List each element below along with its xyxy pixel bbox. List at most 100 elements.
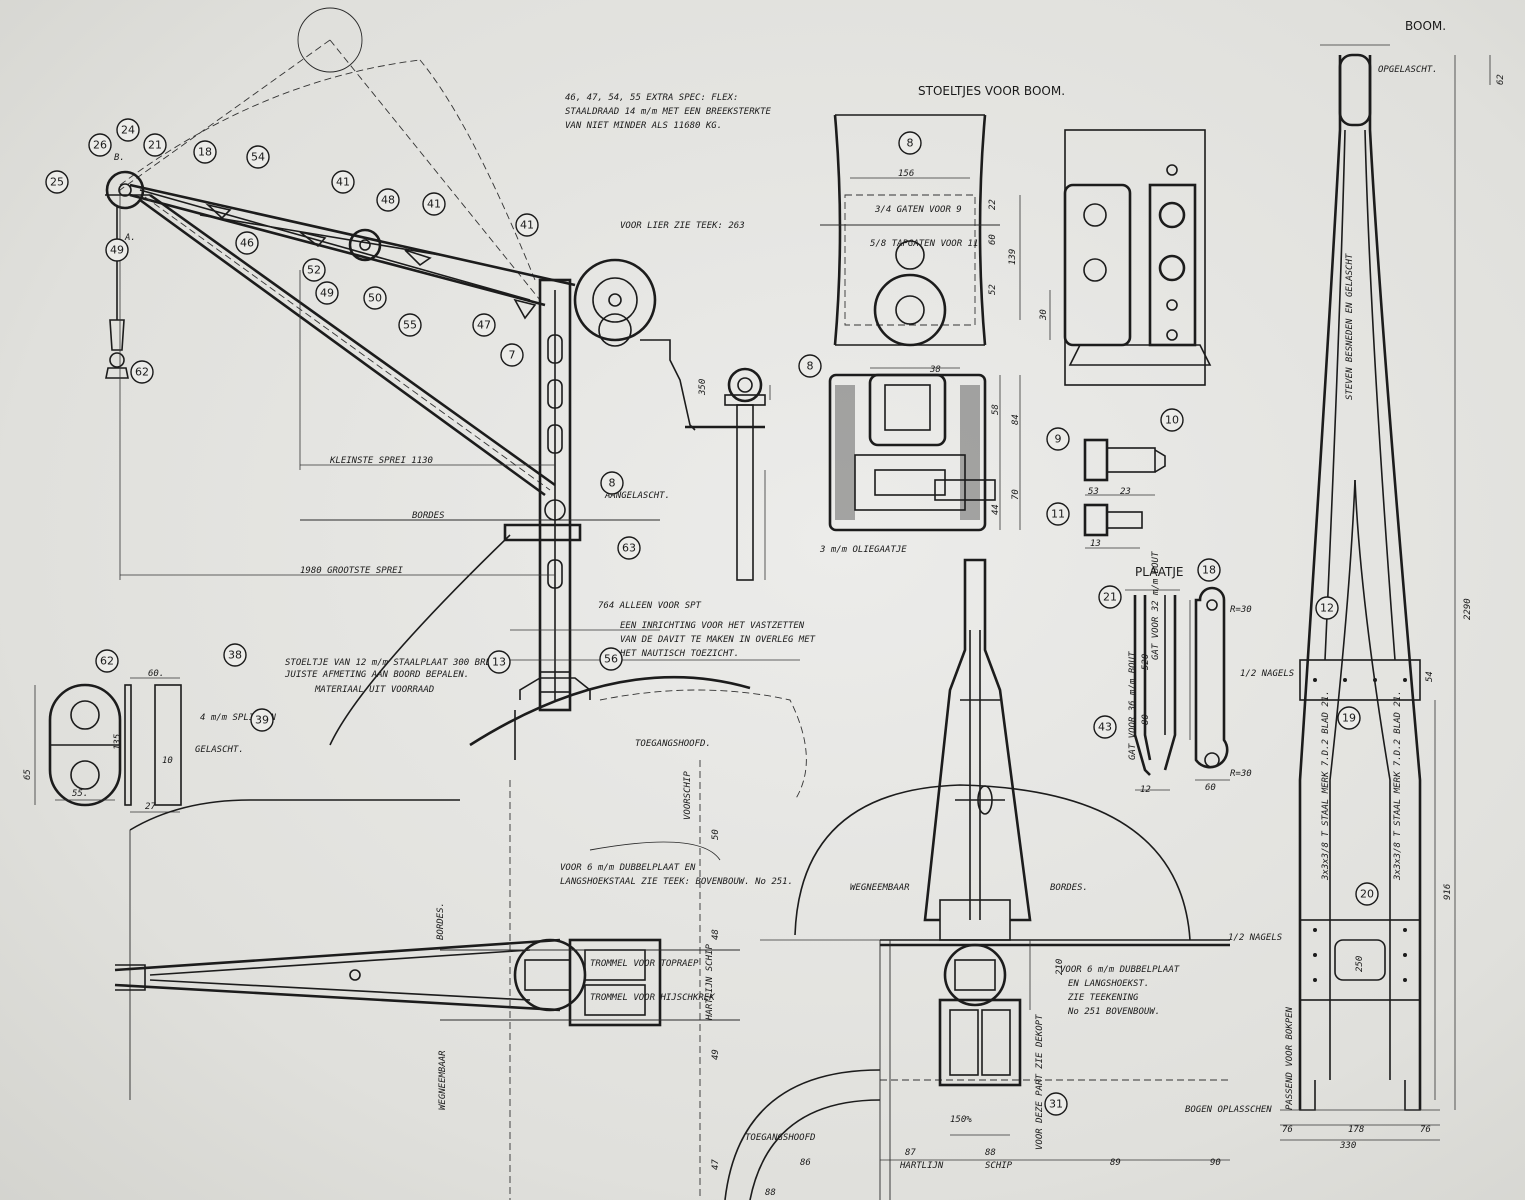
svg-text:13: 13 <box>492 656 506 669</box>
balloon-54: 54 <box>246 145 270 169</box>
balloon-46: 46 <box>235 231 259 255</box>
pin-detail <box>724 367 771 581</box>
balloon-18b: 18 <box>1197 558 1221 582</box>
balloon-19: 19 <box>1337 706 1361 730</box>
note-trommel-2: TROMMEL VOOR HIJSCHKREK <box>590 993 715 1003</box>
title-boom: BOOM. <box>1405 19 1446 33</box>
note-stevens: STEVEN BESNEDEN EN GELASCHT <box>1345 253 1355 400</box>
balloon-48: 48 <box>376 188 400 212</box>
boom-elevation <box>1280 44 1491 1141</box>
note-extra-spec-3: VAN NIET MINDER ALS 11680 KG. <box>565 121 722 131</box>
balloon-11: 11 <box>1046 502 1070 526</box>
note-stoeltje-3: MATERIAAL UIT VOORRAAD <box>314 685 434 695</box>
dim-10: 10 <box>162 756 173 766</box>
svg-text:24: 24 <box>121 124 135 137</box>
dim-210: 210 <box>1055 959 1065 975</box>
svg-text:18: 18 <box>198 146 212 159</box>
dim-135: 135 <box>113 734 123 750</box>
note-aangelascht: AANGELASCHT. <box>604 491 670 501</box>
note-staal-1: 3x3x3/8 T STAAL MERK 7.D.2 BLAD 21. <box>1321 690 1331 881</box>
dim-55: 55. <box>72 789 88 799</box>
svg-text:12: 12 <box>1320 602 1334 615</box>
dim-90: 90 <box>1210 1158 1221 1168</box>
note-kleinste: KLEINSTE SPREI 1130 <box>329 456 433 466</box>
balloon-8a: 8 <box>600 471 624 495</box>
note-inrichting-3: HET NAUTISCH TOEZICHT. <box>619 649 739 659</box>
note-gat-bout-2: GAT VOOR 32 m/m BOUT <box>1151 551 1161 660</box>
dim-76b: 76 <box>1420 1125 1431 1135</box>
dim-38: 38 <box>929 365 941 375</box>
note-bordes-top: BORDES <box>412 511 445 521</box>
note-pct: 150% <box>950 1115 972 1125</box>
note-dubbelplaat-r1: VOOR 6 m/m DUBBELPLAAT <box>1060 965 1180 975</box>
note-nagels-1: 1/2 NAGELS <box>1240 669 1295 679</box>
svg-text:11: 11 <box>1051 508 1065 521</box>
svg-text:41: 41 <box>336 176 350 189</box>
note-alleen: 764 ALLEEN VOOR SPT <box>598 601 702 611</box>
dim-70: 70 <box>1011 489 1021 500</box>
balloon-52: 52 <box>302 258 326 282</box>
svg-text:39: 39 <box>255 714 269 727</box>
balloon-39: 39 <box>250 708 274 732</box>
note-toegang-2: TOEGANGSHOOFD <box>745 1133 815 1143</box>
note-bordes-2: BORDES. <box>436 902 446 940</box>
note-dubbelplaat-r4: No 251 BOVENBOUW. <box>1067 1007 1160 1017</box>
note-wegneembaar-1: WEGNEEMBAAR <box>850 883 910 893</box>
dim-30: 30 <box>1039 309 1049 321</box>
svg-text:10: 10 <box>1165 414 1179 427</box>
dim-22: 22 <box>988 199 998 210</box>
note-stoeltje-1: STOELTJE VAN 12 m/m STAALPLAAT 300 BREED <box>285 658 502 668</box>
note-nagels-2: 1/2 NAGELS <box>1228 933 1283 943</box>
dim-65: 65 <box>23 769 33 780</box>
note-extra-spec-2: STAALDRAAD 14 m/m MET EEN BREEKSTERKTE <box>565 107 771 117</box>
note-gelascht: GELASCHT. <box>195 745 244 755</box>
dim-520: 520 <box>1141 654 1151 670</box>
svg-text:48: 48 <box>381 194 395 207</box>
svg-text:8: 8 <box>907 137 914 150</box>
svg-text:49: 49 <box>110 244 124 257</box>
label-b: B. <box>114 153 125 163</box>
balloon-63: 63 <box>617 536 641 560</box>
dim-62: 62 <box>1496 74 1506 85</box>
bolt-details <box>1083 438 1166 549</box>
note-grootste: 1980 GROOTSTE SPREI <box>300 566 404 576</box>
dim-52: 52 <box>988 284 998 295</box>
note-opgelascht: OPGELASCHT. <box>1378 65 1438 75</box>
balloon-8c: 8 <box>798 354 822 378</box>
balloon-10: 10 <box>1160 408 1184 432</box>
svg-text:20: 20 <box>1360 888 1374 901</box>
svg-text:56: 56 <box>604 653 618 666</box>
svg-text:21: 21 <box>148 139 162 152</box>
dim-13: 13 <box>1090 539 1101 549</box>
svg-text:63: 63 <box>622 542 636 555</box>
balloon-20: 20 <box>1355 882 1379 906</box>
note-dubbelplaat-2: LANGSHOEKSTAAL ZIE TEEK: BOVENBOUW. No 2… <box>560 877 793 887</box>
note-hartlijn-schip: HARTLIJN SCHIP <box>705 944 715 1021</box>
dim-44: 44 <box>991 504 1001 515</box>
dim-84: 84 <box>1011 414 1021 425</box>
dim-2290: 2290 <box>1463 598 1473 620</box>
dim-139: 139 <box>1008 249 1018 265</box>
note-dubbelplaat-r3: ZIE TEEKENING <box>1067 993 1139 1003</box>
plaatje-detail <box>1125 586 1230 791</box>
balloon-55: 55 <box>398 313 422 337</box>
note-stoeltje-2: JUISTE AFMETING AAN BOORD BEPALEN. <box>284 670 469 680</box>
dim-49: 49 <box>711 1049 721 1060</box>
note-inrichting-2: VAN DE DAVIT TE MAKEN IN OVERLEG MET <box>620 635 816 645</box>
dim-87: 87 <box>905 1148 916 1158</box>
svg-text:52: 52 <box>307 264 321 277</box>
dimension-values: 350 60. 55. 65 27 135 10 156 139 60 22 5… <box>23 74 1506 1198</box>
dim-23: 23 <box>1120 487 1131 497</box>
dim-88b: 88 <box>765 1188 776 1198</box>
note-lier: VOOR LIER ZIE TEEK: 263 <box>620 221 745 231</box>
svg-text:21: 21 <box>1103 591 1117 604</box>
balloon-50: 50 <box>363 286 387 310</box>
note-bordes-1: BORDES. <box>1050 883 1088 893</box>
stoeltjes-front <box>820 114 1021 347</box>
balloon-56: 56 <box>599 647 623 671</box>
balloon-21b: 21 <box>1098 585 1122 609</box>
dim-88: 88 <box>985 1148 996 1158</box>
note-voorschip: VOORSCHIP <box>683 771 693 820</box>
dim-58: 58 <box>991 404 1001 415</box>
